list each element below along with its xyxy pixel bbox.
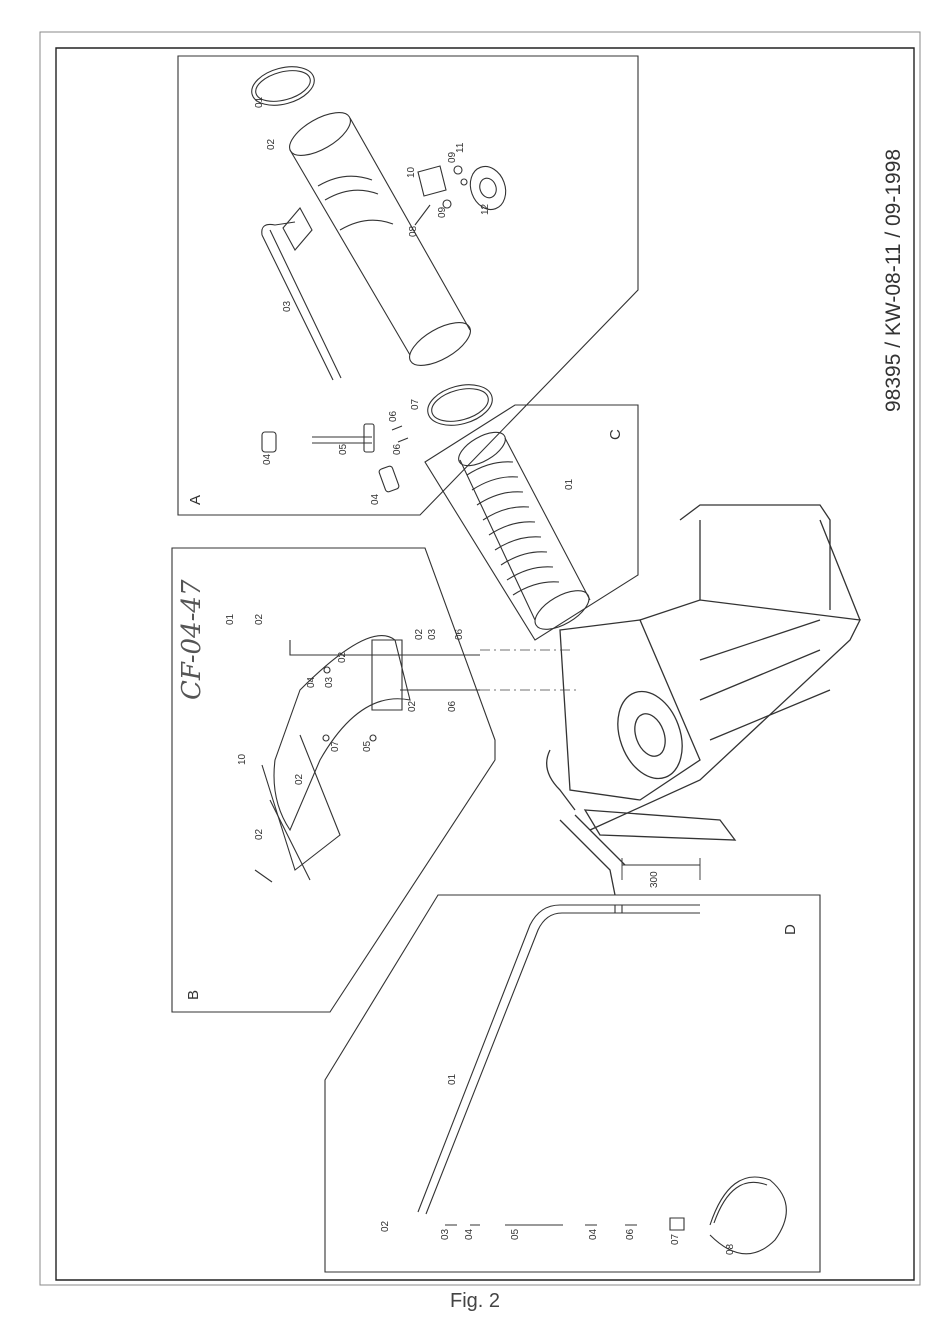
main-unit-frame [547, 505, 860, 895]
part-label: 04 [370, 493, 381, 505]
part-label: 06 [388, 410, 399, 422]
part-label: 05 [510, 1228, 521, 1240]
part-label: 08 [408, 225, 419, 237]
part-label: 08 [725, 1243, 736, 1255]
part-label: 04 [306, 676, 317, 688]
drawing-reference: 98395 / KW-08-11 / 09-1998 [882, 149, 905, 412]
part-label: 12 [480, 203, 491, 215]
part-label: 06 [625, 1228, 636, 1240]
panel-b [172, 548, 495, 1012]
part-label: 04 [262, 453, 273, 465]
panel-d-letter: D [782, 924, 799, 935]
part-label: 02 [254, 613, 265, 625]
panel-a [178, 56, 638, 515]
handwritten-note: CF-04-47 [177, 579, 207, 700]
part-label: 05 [362, 740, 373, 752]
part-label: 05 [338, 443, 349, 455]
part-label: 04 [588, 1228, 599, 1240]
part-label: 03 [440, 1228, 451, 1240]
part-label: 02 [266, 138, 277, 150]
part-label: 06 [454, 628, 465, 640]
part-label: 03 [324, 676, 335, 688]
panel-b-letter: B [185, 990, 202, 1000]
dimension-line [622, 858, 700, 880]
part-label: 06 [447, 700, 458, 712]
part-label: 10 [406, 166, 417, 178]
part-label: 11 [455, 142, 466, 153]
part-label: 02 [380, 1220, 391, 1232]
part-label: 07 [410, 398, 421, 410]
part-label: 06 [392, 443, 403, 455]
part-label: 03 [427, 628, 438, 640]
centerlines [480, 650, 580, 690]
part-label: 04 [464, 1228, 475, 1240]
part-label: 07 [330, 740, 341, 752]
panel-d [325, 895, 820, 1272]
part-label: 01 [564, 478, 575, 490]
part-label: 09 [437, 206, 448, 218]
part-label: 01 [225, 613, 236, 625]
part-label: 02 [294, 773, 305, 785]
part-label: 03 [282, 300, 293, 312]
part-label: 01 [254, 96, 265, 108]
part-label: 02 [407, 700, 418, 712]
part-label: 02 [254, 828, 265, 840]
figure-caption: Fig. 2 [0, 1290, 950, 1313]
part-number-labels: 01 02 03 04 04 05 06 06 07 08 09 09 10 1… [225, 96, 736, 1255]
panel-c-letter: C [607, 429, 624, 440]
part-label: 07 [670, 1233, 681, 1245]
dimension-value: 300 [649, 871, 660, 888]
part-label: 01 [447, 1073, 458, 1085]
part-label: 10 [237, 753, 248, 765]
part-label: 02 [337, 651, 348, 663]
panel-a-letter: A [187, 495, 204, 505]
part-label: 02 [414, 628, 425, 640]
